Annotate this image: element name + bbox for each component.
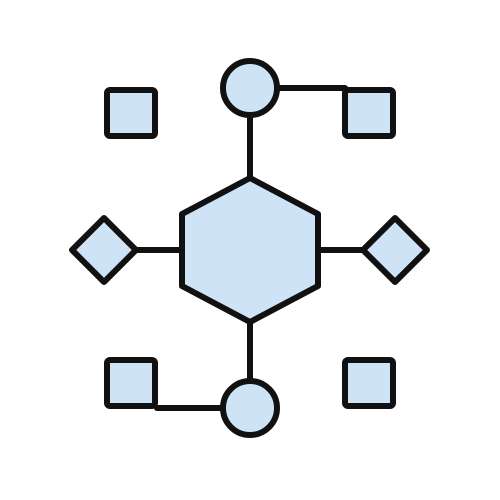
right-diamond-node [360,215,430,285]
top-left-square-node [104,87,158,139]
bottom-left-square-node [104,357,158,409]
hub-hexagon [179,175,321,325]
bottom-circle-node [220,378,280,438]
top-circle-node [220,58,280,118]
top-right-square-node [342,87,396,139]
nodes [69,58,430,438]
connectors [133,85,366,411]
left-diamond-node [69,215,139,285]
bottom-right-square-node [342,357,396,409]
